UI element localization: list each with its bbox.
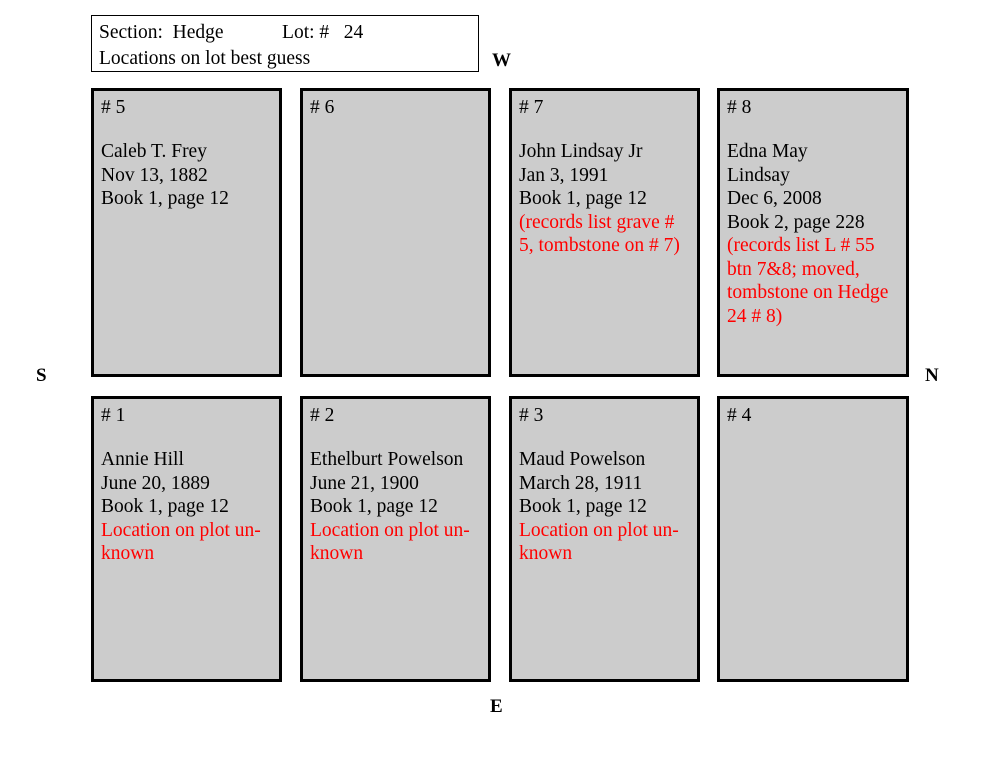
plot-number: # 3 <box>519 405 544 426</box>
plot-record-line: June 21, 1900 <box>310 472 419 494</box>
plot-note-line: (records list grave # <box>519 211 675 233</box>
plot-record-line: March 28, 1911 <box>519 472 643 494</box>
plot-note-line: Location on plot un- <box>519 519 679 541</box>
plot-number: # 6 <box>310 97 335 118</box>
plot-record-line: Book 1, page 12 <box>519 188 647 209</box>
plot-record-line: Maud Powelson <box>519 449 646 470</box>
plot-note-line: Location on plot un- <box>310 519 470 541</box>
plot-number: # 7 <box>519 97 544 118</box>
plot-note-line: Location on plot un- <box>101 519 261 541</box>
plot-record-line: Ethelburt Powelson <box>310 449 464 470</box>
plot-record-line: Dec 6, 2008 <box>727 188 822 209</box>
compass-label-north: N <box>925 365 939 386</box>
plot-record-line: Book 1, page 12 <box>101 496 229 517</box>
plot-record-line: Nov 13, 1882 <box>101 164 208 186</box>
plot-number: # 4 <box>727 405 752 426</box>
plot-record-line: John Lindsay Jr <box>519 141 643 162</box>
plot-record-line: Edna May <box>727 141 808 162</box>
plot-record-line: Caleb T. Frey <box>101 141 207 162</box>
plot-note-line: btn 7&8; moved, <box>727 258 860 280</box>
grave-plot-4[interactable]: # 4 <box>717 396 909 682</box>
plot-record-line: Lindsay <box>727 164 790 186</box>
plot-note-line: (records list L # 55 <box>727 235 875 256</box>
plot-record-line: Book 1, page 12 <box>101 188 229 209</box>
compass-label-south: S <box>36 365 47 386</box>
plot-number: # 8 <box>727 97 752 118</box>
plot-note-line: 24 # 8) <box>727 305 783 327</box>
lot-info-box: Section: Hedge Lot: # 24 Locations on lo… <box>91 15 479 72</box>
plot-record-line: Annie Hill <box>101 449 184 470</box>
plot-record-line: Book 1, page 12 <box>310 496 438 517</box>
plot-number: # 1 <box>101 405 126 426</box>
plot-note-line: known <box>519 543 573 564</box>
locations-disclaimer-line: Locations on lot best guess <box>99 48 311 69</box>
plot-record-line: Jan 3, 1991 <box>519 164 609 186</box>
plot-number: # 5 <box>101 97 126 118</box>
grave-plot-6[interactable]: # 6 <box>300 88 491 377</box>
plot-note-line: tombstone on Hedge <box>727 282 889 303</box>
plot-record-line: Book 2, page 228 <box>727 211 865 233</box>
compass-label-east: E <box>490 696 503 717</box>
plot-note-line: 5, tombstone on # 7) <box>519 235 680 256</box>
plot-record-line: Book 1, page 12 <box>519 496 647 517</box>
section-lot-line: Section: Hedge Lot: # 24 <box>99 22 364 43</box>
plot-note-line: known <box>310 543 364 564</box>
plot-note-line: known <box>101 543 155 564</box>
plot-number: # 2 <box>310 405 335 426</box>
compass-label-west: W <box>492 50 511 71</box>
plot-record-line: June 20, 1889 <box>101 472 210 494</box>
